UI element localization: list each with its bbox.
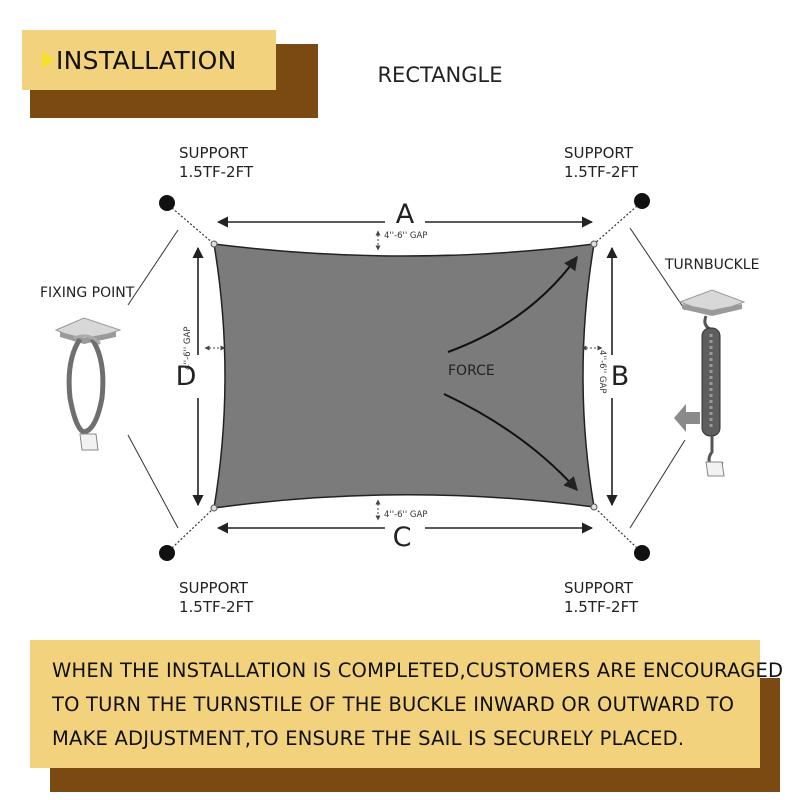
- turnbuckle-label: TURNBUCKLE: [665, 257, 760, 273]
- corner-ring-bl: [210, 504, 218, 512]
- shape-title: RECTANGLE: [377, 63, 503, 87]
- header-title: INSTALLATION: [56, 45, 237, 75]
- support-line1: SUPPORT: [564, 579, 633, 597]
- support-pole-top-right: [634, 193, 650, 209]
- tension-line-bottom-right: [593, 506, 638, 549]
- note-line-2: TO TURN THE TURNSTILE OF THE BUCKLE INWA…: [52, 693, 735, 716]
- connector-fixing-top: [127, 229, 179, 306]
- support-pole-top-left: [159, 195, 175, 211]
- support-label-bottom-left: SUPPORT 1.5TF-2FT: [179, 579, 253, 617]
- installation-note: WHEN THE INSTALLATION IS COMPLETED,CUSTO…: [52, 654, 784, 756]
- support-line1: SUPPORT: [564, 144, 633, 162]
- support-line2: 1.5TF-2FT: [179, 163, 254, 181]
- support-label-top-left: SUPPORT 1.5TF-2FT: [179, 144, 253, 182]
- turnbuckle-icon: [674, 289, 746, 477]
- support-label-bottom-right: SUPPORT 1.5TF-2FT: [564, 579, 638, 617]
- connector-turnbuckle-top: [629, 227, 686, 311]
- fixing-point-icon: [54, 317, 122, 451]
- support-line2: 1.5TF-2FT: [179, 598, 254, 616]
- gap-label-right: 4''-6'' GAP: [597, 350, 607, 394]
- side-label-d: D: [175, 361, 197, 392]
- installation-diagram: [54, 193, 746, 561]
- support-pole-bottom-right: [634, 545, 650, 561]
- header-banner: INSTALLATION: [22, 30, 276, 90]
- support-pole-bottom-left: [159, 545, 175, 561]
- connector-fixing-bottom: [127, 434, 179, 529]
- note-line-1: WHEN THE INSTALLATION IS COMPLETED,CUSTO…: [52, 659, 784, 682]
- note-line-3: MAKE ADJUSTMENT,TO ENSURE THE SAIL IS SE…: [52, 727, 685, 750]
- tension-line-top-right: [593, 205, 638, 245]
- tension-line-top-left: [171, 207, 215, 245]
- side-label-c: C: [392, 522, 412, 553]
- note-box: [30, 640, 760, 768]
- corner-ring-tl: [210, 240, 218, 248]
- corner-ring-br: [590, 503, 598, 511]
- support-line2: 1.5TF-2FT: [564, 163, 639, 181]
- gap-label-left: 4''-6'' GAP: [183, 326, 193, 370]
- corner-ring-tr: [590, 240, 598, 248]
- support-line2: 1.5TF-2FT: [564, 598, 639, 616]
- sail-shape: [213, 243, 595, 509]
- tension-line-bottom-left: [171, 507, 215, 549]
- force-arrow-up: [447, 255, 578, 353]
- support-line1: SUPPORT: [179, 579, 248, 597]
- side-label-b: B: [610, 361, 630, 392]
- force-arrow-down: [443, 393, 578, 492]
- gap-label-bottom: 4''-6'' GAP: [384, 510, 428, 520]
- connector-turnbuckle-bottom: [629, 439, 686, 529]
- fixing-point-label: FIXING POINT: [40, 285, 135, 301]
- force-label: FORCE: [448, 363, 495, 379]
- support-line1: SUPPORT: [179, 144, 248, 162]
- support-label-top-right: SUPPORT 1.5TF-2FT: [564, 144, 638, 182]
- play-triangle-icon: [42, 51, 54, 69]
- gap-label-top: 4''-6'' GAP: [384, 231, 428, 241]
- side-label-a: A: [395, 199, 415, 230]
